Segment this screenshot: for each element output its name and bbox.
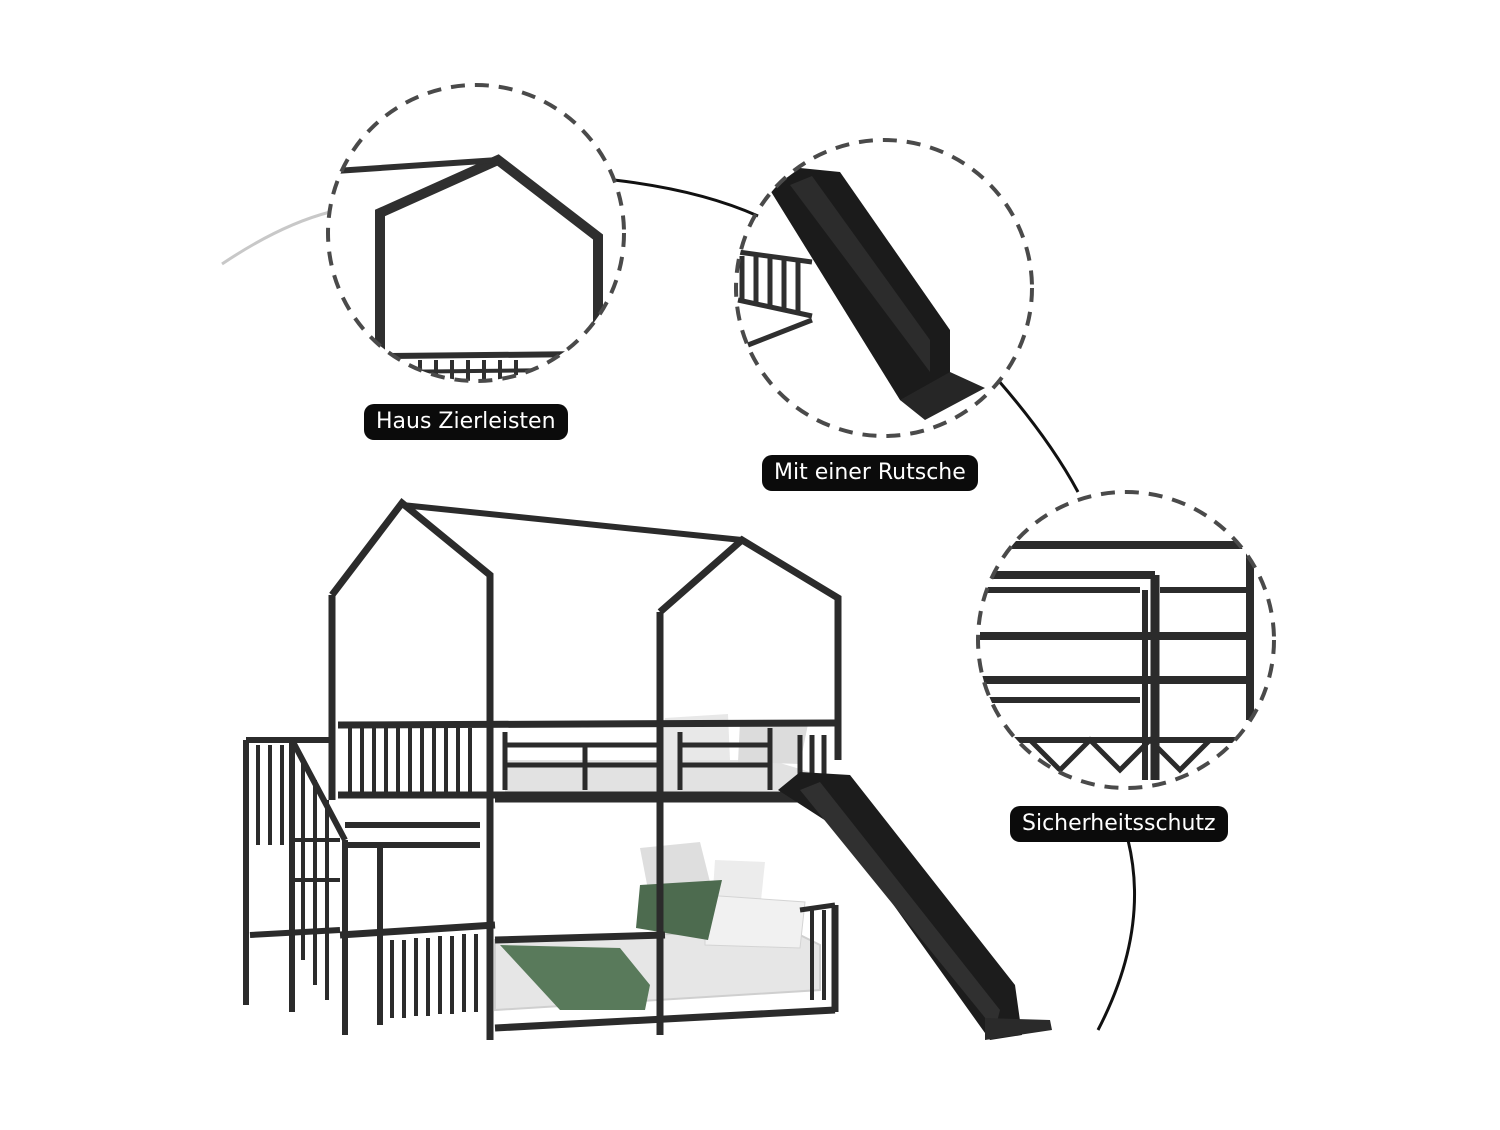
connector-lines <box>221 178 1136 1031</box>
detail-circle-house <box>326 83 626 383</box>
lower-rail-slats <box>390 910 826 1018</box>
callout-label-house-trim: Haus Zierleisten <box>364 404 568 440</box>
pillow <box>738 722 808 764</box>
pillow <box>704 894 806 949</box>
detail-circle-slide <box>734 138 1034 438</box>
callout-label-slide: Mit einer Rutsche <box>762 455 978 491</box>
green-blanket <box>500 945 650 1010</box>
callout-label-safety-guard: Sicherheitsschutz <box>1010 806 1228 842</box>
staircase <box>243 737 480 1035</box>
detail-circle-safety-rail <box>976 490 1276 790</box>
stair-slats <box>256 745 340 1000</box>
bunk-bed <box>243 497 1052 1040</box>
slide <box>778 772 1052 1040</box>
upper-rail-slats <box>348 728 472 792</box>
green-cushion <box>636 880 722 940</box>
